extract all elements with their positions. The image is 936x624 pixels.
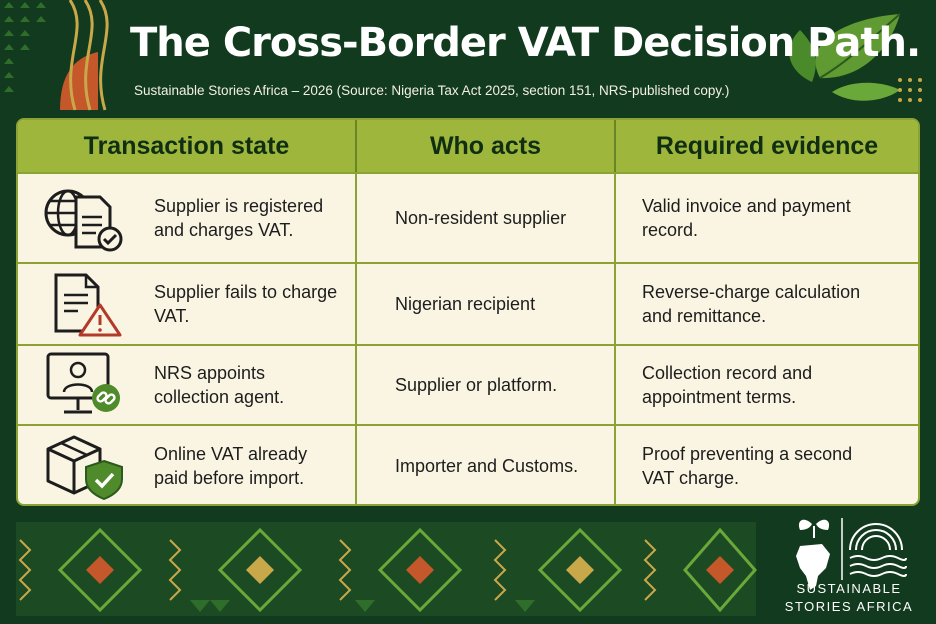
transaction-state-text: NRS appoints collection agent. [154, 363, 285, 407]
page-subtitle: Sustainable Stories Africa – 2026 (Sourc… [134, 83, 730, 98]
who-acts-cell: Supplier or platform. [357, 346, 616, 424]
bottom-pattern-band [16, 522, 757, 616]
transaction-state-text: Supplier is registered and charges VAT. [154, 196, 324, 240]
table-row: NRS appoints collection agent. Supplier … [18, 344, 918, 424]
sun-arc-shape [60, 52, 98, 110]
required-evidence-text: Proof preventing a second VAT charge. [642, 444, 853, 488]
brand-line-1: SUSTAINABLE [796, 581, 902, 596]
transaction-state-cell: Supplier is registered and charges VAT. [18, 174, 357, 262]
transaction-state-cell: NRS appoints collection agent. [18, 346, 357, 424]
table-row: Online VAT already paid before import. I… [18, 424, 918, 504]
required-evidence-text: Collection record and appointment terms. [642, 363, 813, 407]
table-row: Supplier fails to charge VAT. Nigerian r… [18, 262, 918, 344]
column-header-transaction-state: Transaction state [18, 120, 357, 172]
required-evidence-cell: Proof preventing a second VAT charge. [616, 426, 918, 504]
brand-wordmark: SUSTAINABLE STORIES AFRICA [774, 580, 924, 616]
monitor-person-link-icon [46, 352, 120, 414]
required-evidence-cell: Collection record and appointment terms. [616, 346, 918, 424]
brand-line-2: STORIES AFRICA [784, 599, 914, 614]
leaves-icon [789, 13, 901, 101]
transaction-state-cell: Online VAT already paid before import. [18, 426, 357, 504]
table-header: Transaction state Who acts Required evid… [18, 120, 918, 172]
globe-document-check-icon [44, 189, 123, 252]
page-title: The Cross-Border VAT Decision Path. [130, 20, 921, 66]
package-shield-check-icon [46, 435, 123, 501]
column-header-required-evidence: Required evidence [655, 131, 879, 160]
document-warning-icon [54, 273, 122, 337]
transaction-state-text: Online VAT already paid before import. [154, 444, 308, 488]
column-header-who-acts: Who acts [357, 120, 616, 172]
who-acts-cell: Nigerian recipient [357, 264, 616, 344]
table-row: Supplier is registered and charges VAT. … [18, 172, 918, 262]
who-acts-cell: Non-resident supplier [357, 174, 616, 262]
required-evidence-cell: Valid invoice and payment record. [616, 174, 918, 262]
required-evidence-cell: Reverse-charge calculation and remittanc… [616, 264, 918, 344]
vat-decision-table: Transaction state Who acts Required evid… [16, 118, 920, 506]
transaction-state-cell: Supplier fails to charge VAT. [18, 264, 357, 344]
who-acts-cell: Importer and Customs. [357, 426, 616, 504]
required-evidence-text: Valid invoice and payment record. [642, 196, 851, 240]
required-evidence-text: Reverse-charge calculation and remittanc… [642, 282, 861, 326]
sustainable-stories-africa-logo [796, 518, 907, 590]
transaction-state-text: Supplier fails to charge VAT. [154, 282, 338, 326]
